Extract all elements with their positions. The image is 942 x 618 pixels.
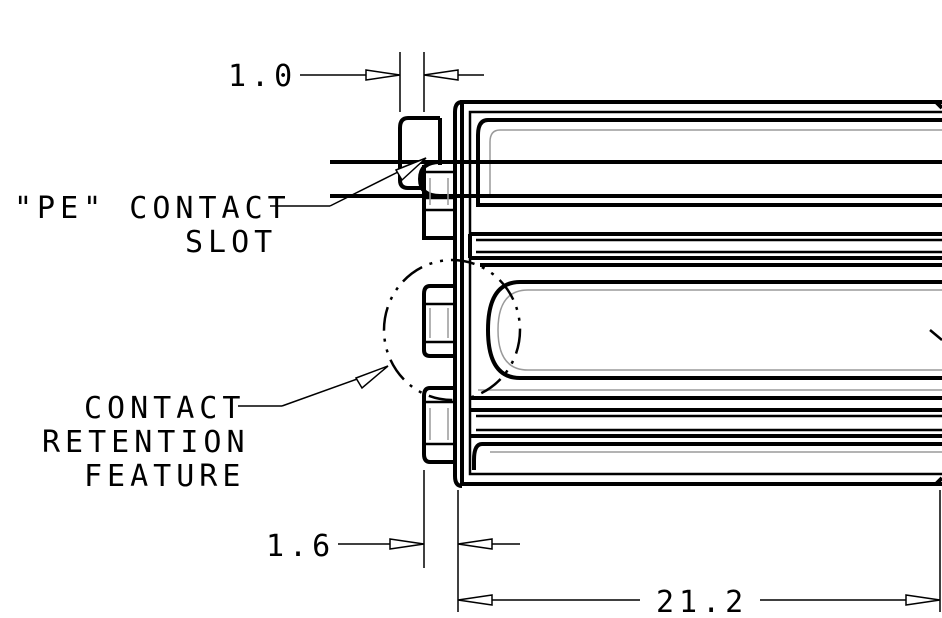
dimension-top-gap: 1.0 [228, 52, 484, 112]
dimension-bottom-gap: 1.6 [266, 470, 520, 612]
dimension-overall-length: 21.2 [457, 490, 941, 618]
connector-body [330, 100, 942, 488]
dim-bottom-gap-label: 1.6 [266, 529, 335, 564]
callout-pe-slot: "PE" CONTACT SLOT [14, 157, 427, 260]
contact-tabs [398, 116, 455, 464]
callout-retention-feature: CONTACT RETENTION FEATURE [42, 365, 389, 494]
retention-line1: CONTACT [84, 391, 245, 426]
pe-slot-line2: SLOT [185, 225, 277, 260]
pe-slot-line1: "PE" CONTACT [14, 191, 291, 226]
dim-top-gap-label: 1.0 [228, 59, 297, 94]
retention-line2: RETENTION [42, 425, 250, 460]
dim-overall-length-label: 21.2 [656, 585, 748, 618]
retention-detail-circle [382, 258, 522, 402]
retention-line3: FEATURE [84, 459, 245, 494]
